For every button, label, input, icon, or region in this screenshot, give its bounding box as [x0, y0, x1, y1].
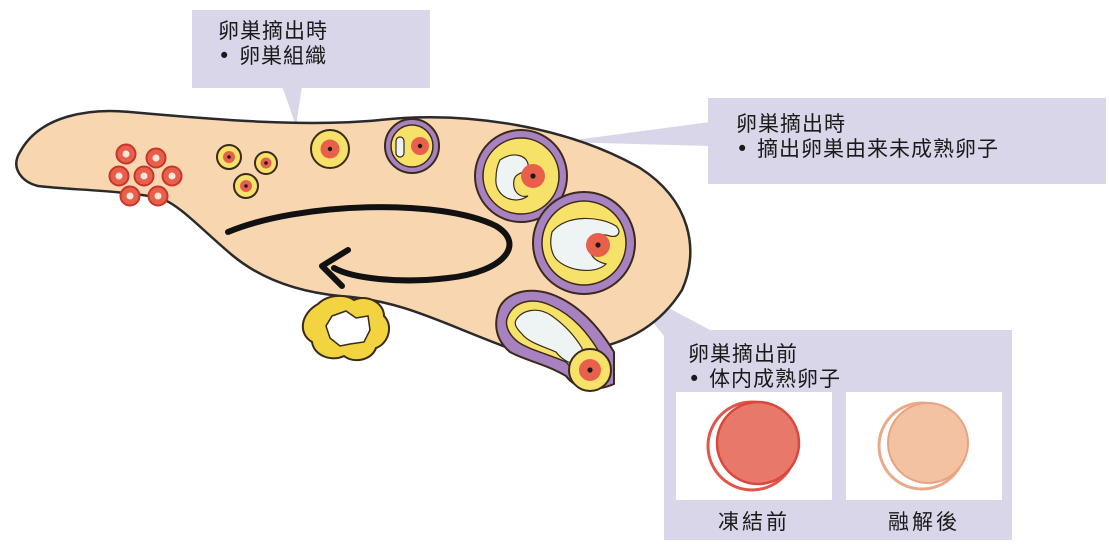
primary-follicle	[234, 174, 258, 198]
early-antral-follicle	[385, 119, 439, 173]
callout-title: 卵巣摘出前	[688, 342, 1012, 367]
callout-item: 体内成熟卵子	[688, 367, 1012, 392]
caption-after-thawing: 融解後	[846, 506, 1002, 536]
caption-before-freezing: 凍結前	[676, 506, 832, 536]
egg-before-freezing-image	[676, 392, 832, 500]
preovulatory-follicle	[533, 192, 635, 294]
callout-item: 卵巣組織	[218, 44, 430, 69]
callout-title: 卵巣摘出時	[218, 19, 430, 44]
callout-ovarian-tissue: 卵巣摘出時 卵巣組織	[192, 10, 430, 88]
egg-after-thawing-image	[846, 392, 1002, 500]
egg-after-thawing-panel	[846, 392, 1002, 500]
callout-title: 卵巣摘出時	[736, 112, 1106, 137]
secondary-follicle	[311, 130, 349, 168]
egg-before-freezing-panel	[676, 392, 832, 500]
primary-follicle	[217, 145, 241, 169]
callout-item: 摘出卵巣由来未成熟卵子	[736, 137, 1106, 162]
corpus-luteum	[303, 296, 389, 360]
callout-mature-oocytes: 卵巣摘出前 体内成熟卵子 凍結前 融解後	[664, 330, 1012, 540]
callout-immature-oocytes: 卵巣摘出時 摘出卵巣由来未成熟卵子	[708, 98, 1106, 184]
primary-follicle	[255, 152, 277, 174]
callout-top-pointer	[282, 86, 302, 126]
